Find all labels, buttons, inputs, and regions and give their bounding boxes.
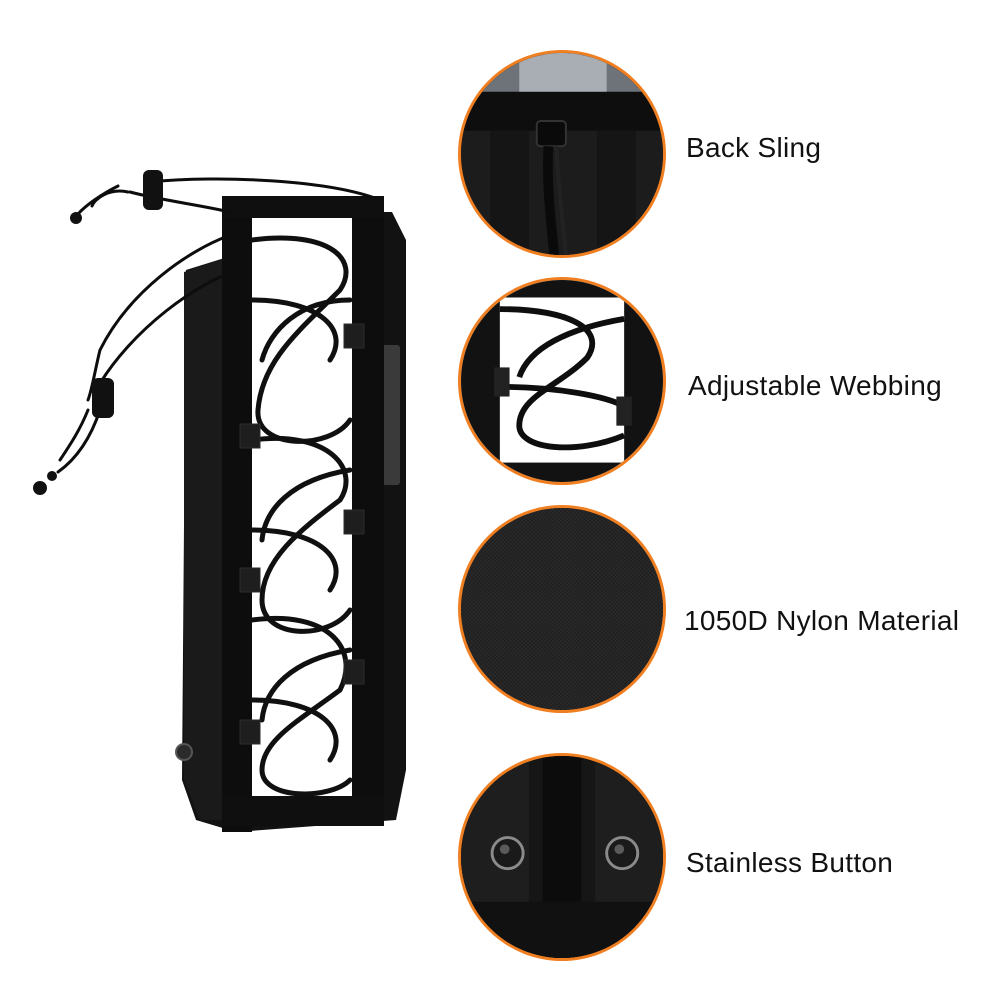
- elastic-webbing: [249, 235, 353, 797]
- cord-lock-bottom: [92, 378, 114, 418]
- cord-lock-top: [143, 170, 163, 210]
- snap-button-closeup-icon: [458, 753, 666, 961]
- feature-label: Back Sling: [686, 132, 822, 163]
- feature-label: Stainless Button: [686, 847, 894, 878]
- snap-button: [175, 743, 193, 761]
- drawcord: [56, 177, 382, 474]
- feature-label: Adjustable Webbing: [688, 370, 942, 401]
- feature-back-sling: Back Sling: [456, 50, 1000, 264]
- webbing-closeup-icon: [458, 277, 666, 485]
- feature-adjustable-webbing: Adjustable Webbing: [456, 277, 1000, 491]
- product-image: [0, 0, 440, 1000]
- bottle-holder-pouch: [33, 170, 406, 832]
- feature-nylon-material: 1050D Nylon Material: [456, 505, 1000, 719]
- feature-stainless-button: Stainless Button: [456, 753, 1000, 967]
- feature-label: 1050D Nylon Material: [684, 605, 960, 636]
- nylon-texture-closeup-icon: [458, 505, 666, 713]
- back-sling-closeup-icon: [458, 50, 666, 258]
